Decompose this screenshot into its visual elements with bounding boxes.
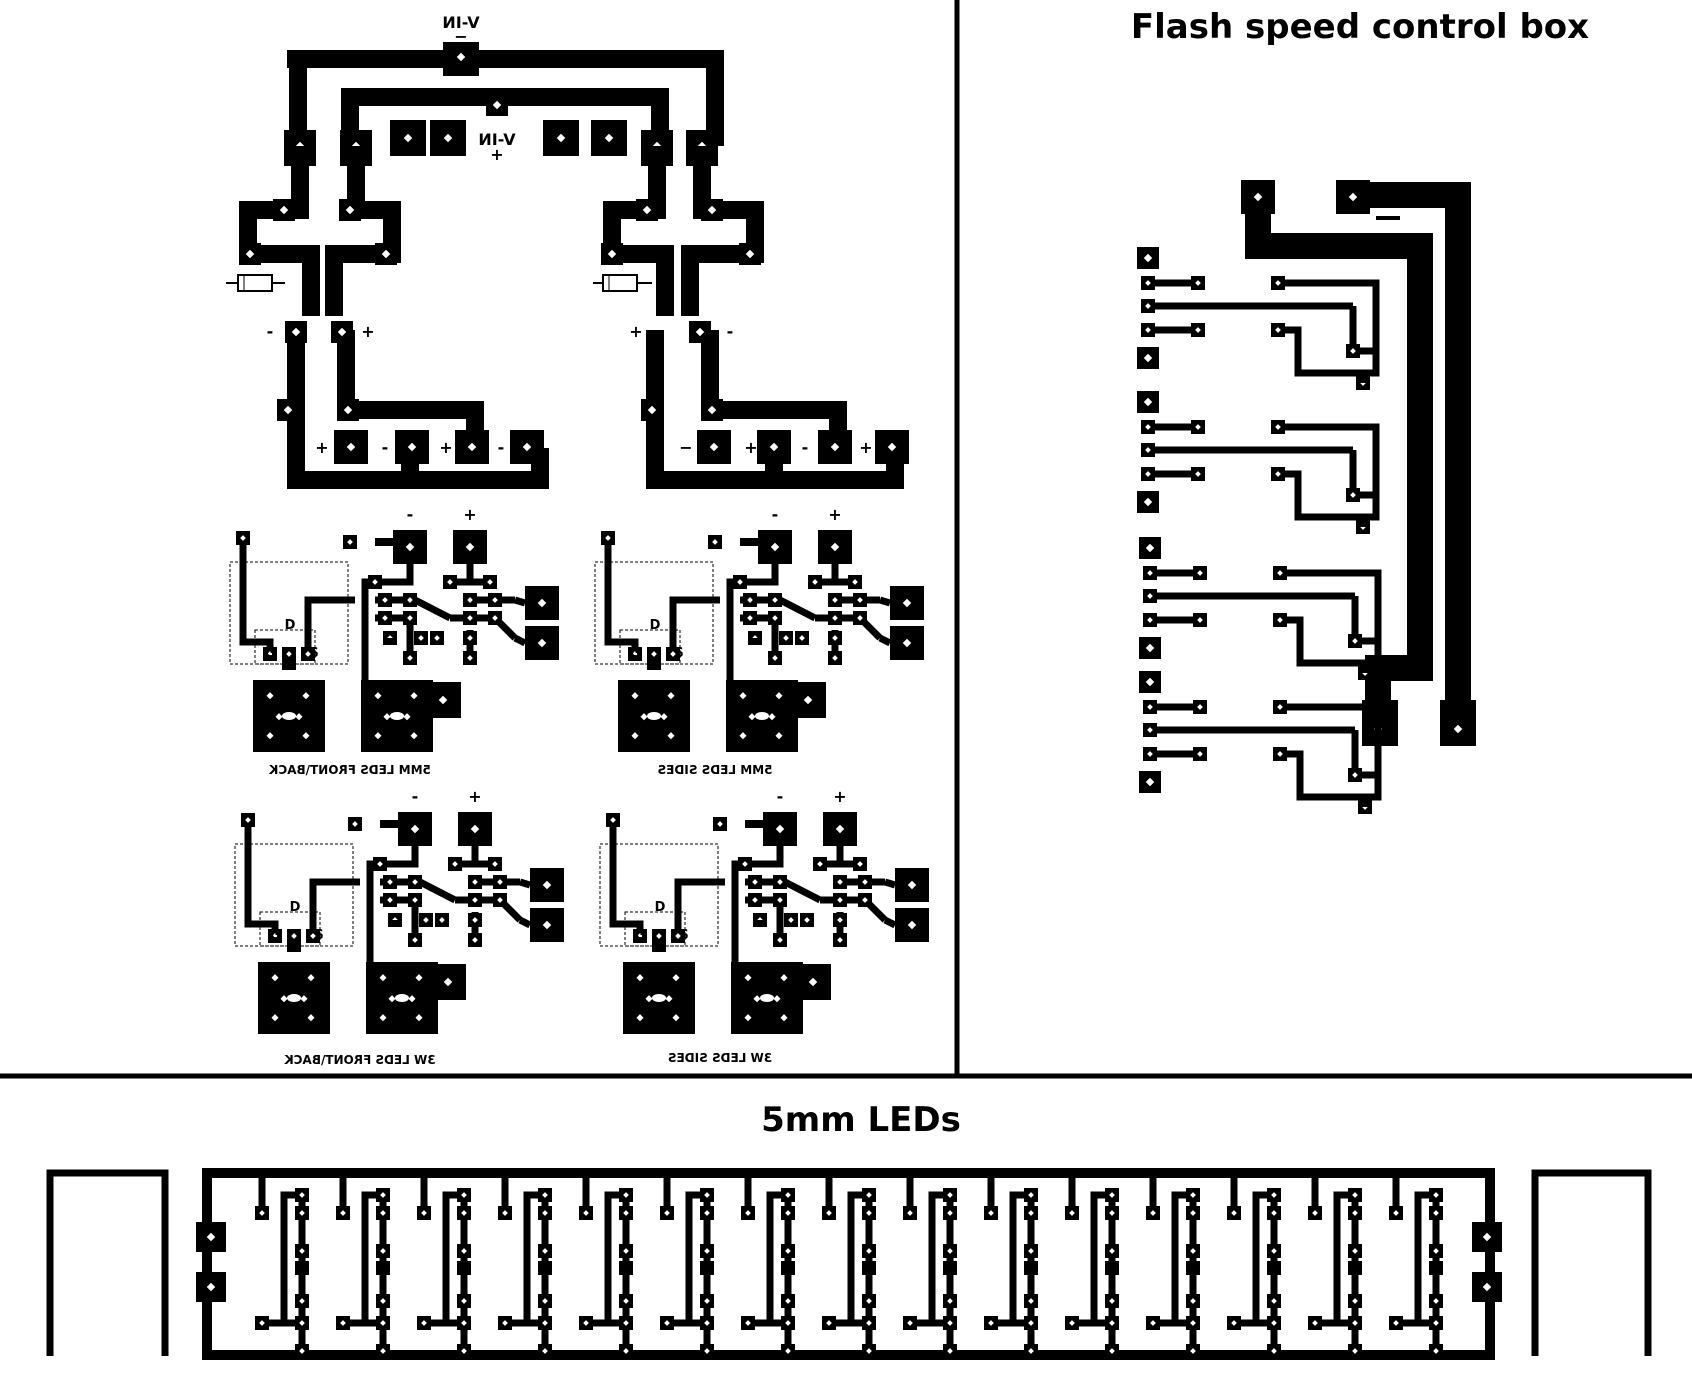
svg-text:G: G <box>265 646 276 661</box>
led-strip-board <box>46 1168 1652 1358</box>
svg-text:S: S <box>674 646 683 661</box>
module-5mm-front-back: - + D G S 5MM LEDS FRONT\BACK <box>230 505 559 777</box>
label-5mm-sides: 5MM LEDS SIDES <box>658 763 773 777</box>
vin-positive-label: V-IN <box>478 130 515 149</box>
svg-text:G: G <box>635 928 646 943</box>
label-3w-front-back: 3W LEDS FRONT\BACK <box>284 1053 436 1067</box>
svg-text:S: S <box>679 928 688 943</box>
svg-text:S: S <box>309 646 318 661</box>
left-plus-sign: + <box>361 322 374 341</box>
svg-text:+: + <box>468 787 481 806</box>
svg-text:S: S <box>314 928 323 943</box>
right-row-minus-1: − <box>679 438 692 457</box>
main-power-board <box>226 42 909 489</box>
left-row-minus-1: - <box>382 438 389 457</box>
svg-text:+: + <box>463 505 476 524</box>
svg-text:+: + <box>833 787 846 806</box>
right-row-plus-1: + <box>744 438 757 457</box>
svg-text:-: - <box>412 787 419 806</box>
svg-text:-: - <box>772 505 779 524</box>
svg-text:G: G <box>270 928 281 943</box>
svg-text:-: - <box>407 505 414 524</box>
resistor-right <box>593 274 652 292</box>
right-row-minus-2: - <box>802 438 809 457</box>
svg-text:D: D <box>290 900 301 915</box>
svg-text:D: D <box>650 618 661 633</box>
vin-negative-label: V-IN <box>442 13 479 32</box>
flash-box-title: Flash speed control box <box>1131 7 1589 47</box>
right-minus-sign: - <box>727 322 734 341</box>
left-row-minus-2: - <box>498 438 505 457</box>
label-3w-sides: 3W LEDS SIDES <box>668 1051 772 1065</box>
svg-text:D: D <box>655 900 666 915</box>
left-row-plus-2: + <box>439 438 452 457</box>
label-5mm-front-back: 5MM LEDS FRONT\BACK <box>268 763 431 777</box>
module-3w-sides: - + D G S 3W LEDS SIDES <box>600 787 929 1065</box>
svg-text:G: G <box>630 646 641 661</box>
svg-text:D: D <box>285 618 296 633</box>
leds-5mm-title: 5mm LEDs <box>761 1100 961 1140</box>
vin-negative-sign: − <box>454 27 467 46</box>
module-5mm-sides: - + D G S 5MM LEDS SIDES <box>595 505 924 777</box>
right-plus-sign: + <box>629 322 642 341</box>
left-minus-sign: - <box>267 322 274 341</box>
right-row-plus-2: + <box>859 438 872 457</box>
vin-positive-sign: + <box>490 145 503 164</box>
module-3w-front-back: - + D G S 3W LEDS FRONT\BACK <box>235 787 564 1067</box>
resistor-left <box>226 274 285 292</box>
left-row-plus-1: + <box>315 438 328 457</box>
svg-text:+: + <box>828 505 841 524</box>
svg-text:-: - <box>777 787 784 806</box>
flash-control-board <box>1137 180 1476 814</box>
